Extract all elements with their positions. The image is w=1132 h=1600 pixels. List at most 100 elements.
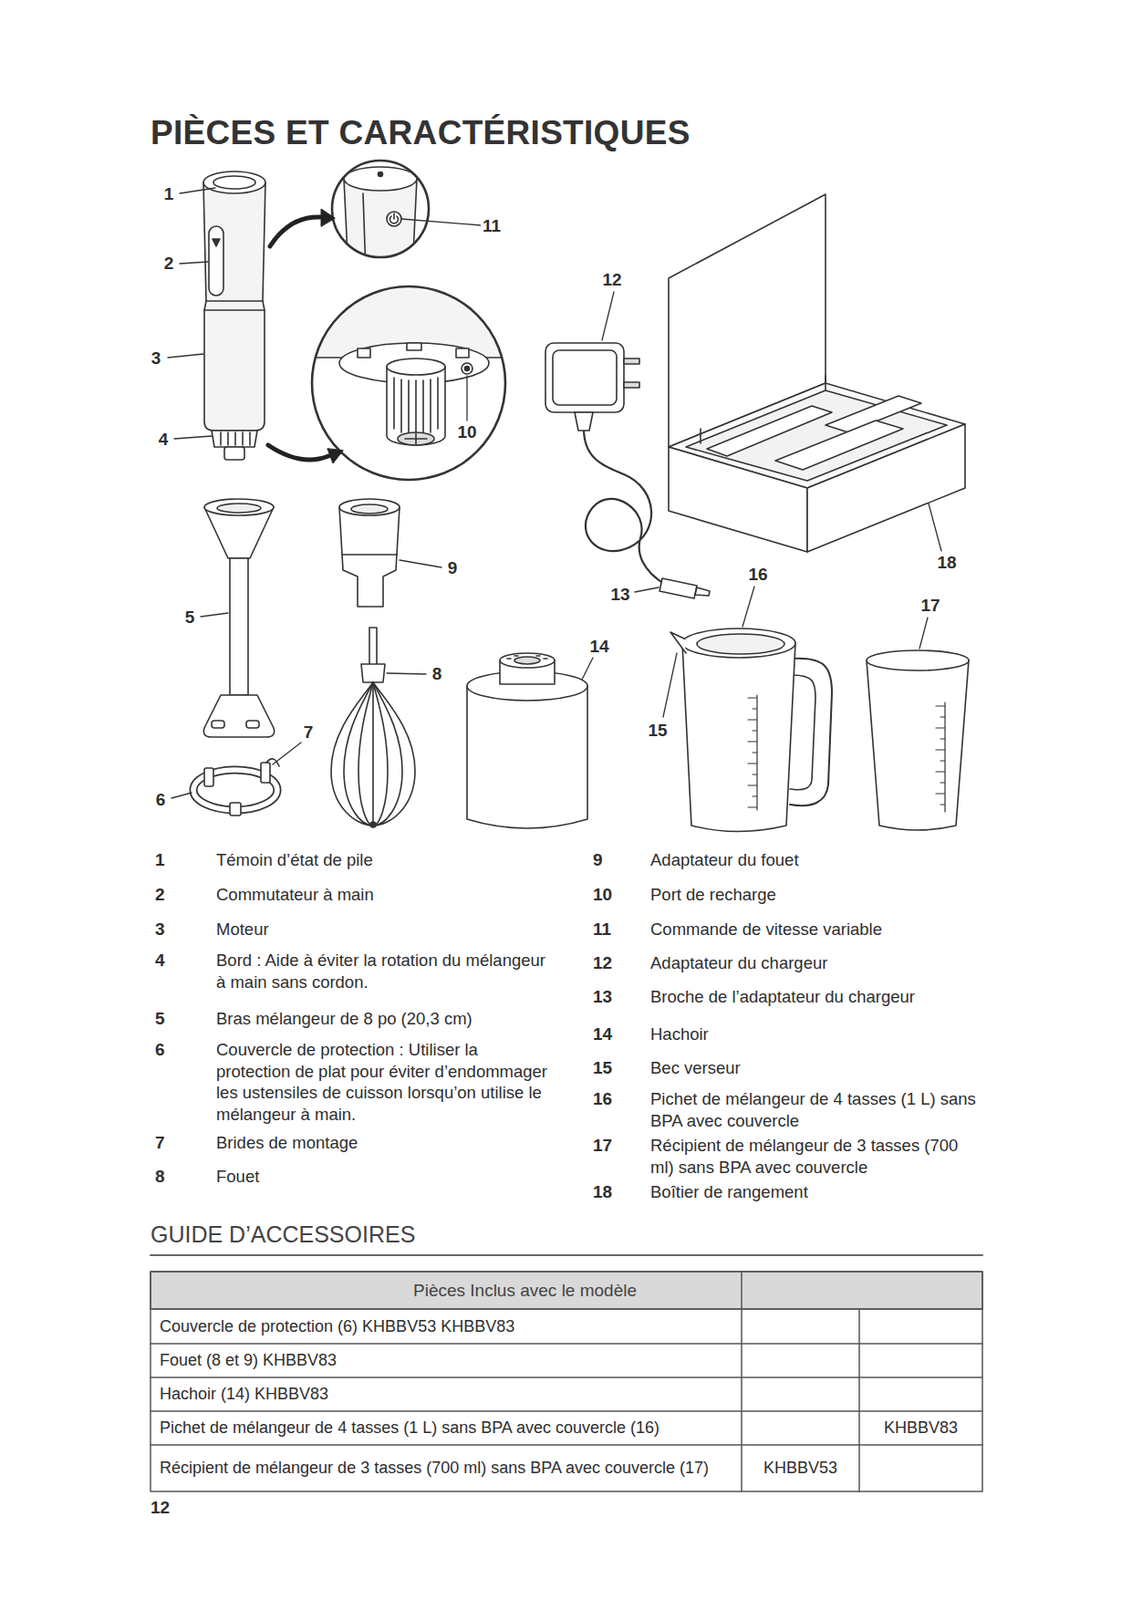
leader-lines bbox=[401, 218, 481, 226]
leader-lines bbox=[742, 586, 755, 627]
motor-body bbox=[224, 446, 245, 460]
blending-arm bbox=[203, 695, 274, 738]
page-number: 12 bbox=[150, 1497, 170, 1518]
leader-lines bbox=[466, 375, 468, 421]
zoom-speed-control bbox=[343, 166, 417, 191]
accessory-table bbox=[150, 1271, 983, 1492]
motor-body bbox=[204, 309, 265, 312]
whisk bbox=[331, 682, 374, 826]
part-description: Commande de vitesse variable bbox=[650, 918, 979, 941]
zoom-charging-port bbox=[386, 366, 446, 446]
zoom-arrow bbox=[268, 208, 343, 464]
table-cell: KHBBV83 bbox=[859, 1411, 983, 1445]
whisk bbox=[361, 664, 385, 683]
part-number: 11 bbox=[592, 918, 612, 941]
part-number: 6 bbox=[155, 1038, 166, 1061]
charger-adapter bbox=[583, 428, 665, 584]
callout-number: 16 bbox=[746, 565, 769, 584]
blending-pitcher bbox=[747, 695, 758, 811]
blending-cup bbox=[866, 650, 969, 671]
part-description: Bras mélangeur de 8 po (20,3 cm) bbox=[216, 1007, 554, 1030]
table-cell: Hachoir (14) KHBBV83 bbox=[159, 1377, 737, 1412]
callout-number: 14 bbox=[587, 637, 611, 656]
blending-arm bbox=[204, 498, 274, 516]
zoom-speed-control bbox=[363, 193, 366, 274]
part-description: Brides de montage bbox=[216, 1132, 554, 1154]
leader-lines bbox=[634, 587, 659, 592]
zoom-charging-port bbox=[357, 348, 371, 358]
leader-lines bbox=[399, 560, 442, 568]
blending-cup bbox=[866, 650, 969, 831]
motor-body bbox=[212, 238, 220, 247]
part-number: 3 bbox=[155, 918, 166, 941]
zoom-charging-port bbox=[394, 377, 438, 435]
motor-body bbox=[220, 432, 250, 446]
part-description: Bord : Aide à éviter la rotation du méla… bbox=[216, 949, 554, 993]
part-number: 18 bbox=[592, 1181, 613, 1204]
callout-number: 15 bbox=[645, 721, 669, 740]
blending-pitcher bbox=[670, 632, 686, 654]
leader-lines bbox=[663, 653, 677, 717]
blending-pitcher bbox=[696, 633, 785, 655]
leader-lines bbox=[179, 187, 216, 194]
callout-number: 11 bbox=[480, 217, 503, 236]
leader-lines bbox=[919, 617, 928, 649]
part-number: 13 bbox=[592, 986, 613, 1008]
part-number: 7 bbox=[155, 1132, 166, 1154]
callout-number: 7 bbox=[301, 723, 316, 742]
whisk bbox=[373, 682, 388, 826]
zoom-charging-port bbox=[311, 286, 506, 480]
callout-number: 18 bbox=[934, 553, 958, 572]
leader-lines bbox=[602, 291, 614, 341]
part-number: 1 bbox=[155, 849, 166, 872]
charger-adapter bbox=[623, 358, 640, 364]
whisk bbox=[372, 682, 374, 826]
zoom-speed-control bbox=[343, 178, 417, 274]
blending-arm bbox=[203, 498, 274, 738]
pan-guard bbox=[204, 768, 214, 787]
storage-case bbox=[700, 375, 826, 444]
zoom-charging-port bbox=[406, 342, 422, 351]
part-number: 14 bbox=[592, 1023, 613, 1046]
zoom-arrow bbox=[270, 217, 322, 247]
accessory-table bbox=[150, 1271, 983, 1309]
charger-adapter bbox=[545, 342, 624, 413]
part-description: Commutateur à main bbox=[216, 883, 554, 906]
whisk bbox=[369, 627, 377, 666]
chopper-bowl bbox=[514, 656, 541, 665]
table-cell: Récipient de mélangeur de 3 tasses (700 … bbox=[159, 1444, 737, 1492]
part-description: Boîtier de rangement bbox=[650, 1181, 979, 1204]
zoom-arrow bbox=[321, 208, 335, 227]
callout-number: 13 bbox=[608, 585, 632, 604]
callout-number: 6 bbox=[154, 790, 168, 810]
leader-lines bbox=[200, 612, 229, 617]
blending-pitcher bbox=[682, 628, 796, 658]
part-number: 2 bbox=[155, 883, 166, 906]
part-description: Moteur bbox=[216, 918, 554, 941]
blending-pitcher bbox=[789, 658, 832, 806]
part-number: 15 bbox=[592, 1057, 613, 1080]
section-rule bbox=[150, 1254, 983, 1257]
whisk bbox=[343, 682, 374, 826]
charger-adapter bbox=[574, 412, 593, 431]
table-cell: KHBBV53 bbox=[741, 1444, 860, 1492]
part-description: Adaptateur du chargeur bbox=[650, 952, 979, 975]
part-description: Fouet bbox=[216, 1165, 554, 1188]
whisk bbox=[373, 682, 416, 826]
blending-arm bbox=[211, 720, 225, 728]
part-number: 10 bbox=[592, 883, 613, 906]
leader-lines bbox=[171, 792, 192, 799]
blending-pitcher bbox=[670, 628, 832, 832]
motor-body bbox=[203, 182, 266, 431]
zoom-arrow bbox=[327, 448, 343, 464]
table-cell: Pichet de mélangeur de 4 tasses (1 L) sa… bbox=[159, 1411, 737, 1445]
callout-number: 17 bbox=[918, 596, 942, 615]
callout-number: 3 bbox=[149, 349, 164, 368]
part-number: 5 bbox=[155, 1007, 166, 1030]
whisk-adapter bbox=[351, 504, 388, 514]
part-number: 4 bbox=[155, 949, 166, 972]
chopper-bowl bbox=[499, 653, 555, 668]
part-description: Couvercle de protection : Utiliser la pr… bbox=[216, 1038, 554, 1125]
leader-lines bbox=[928, 503, 942, 551]
